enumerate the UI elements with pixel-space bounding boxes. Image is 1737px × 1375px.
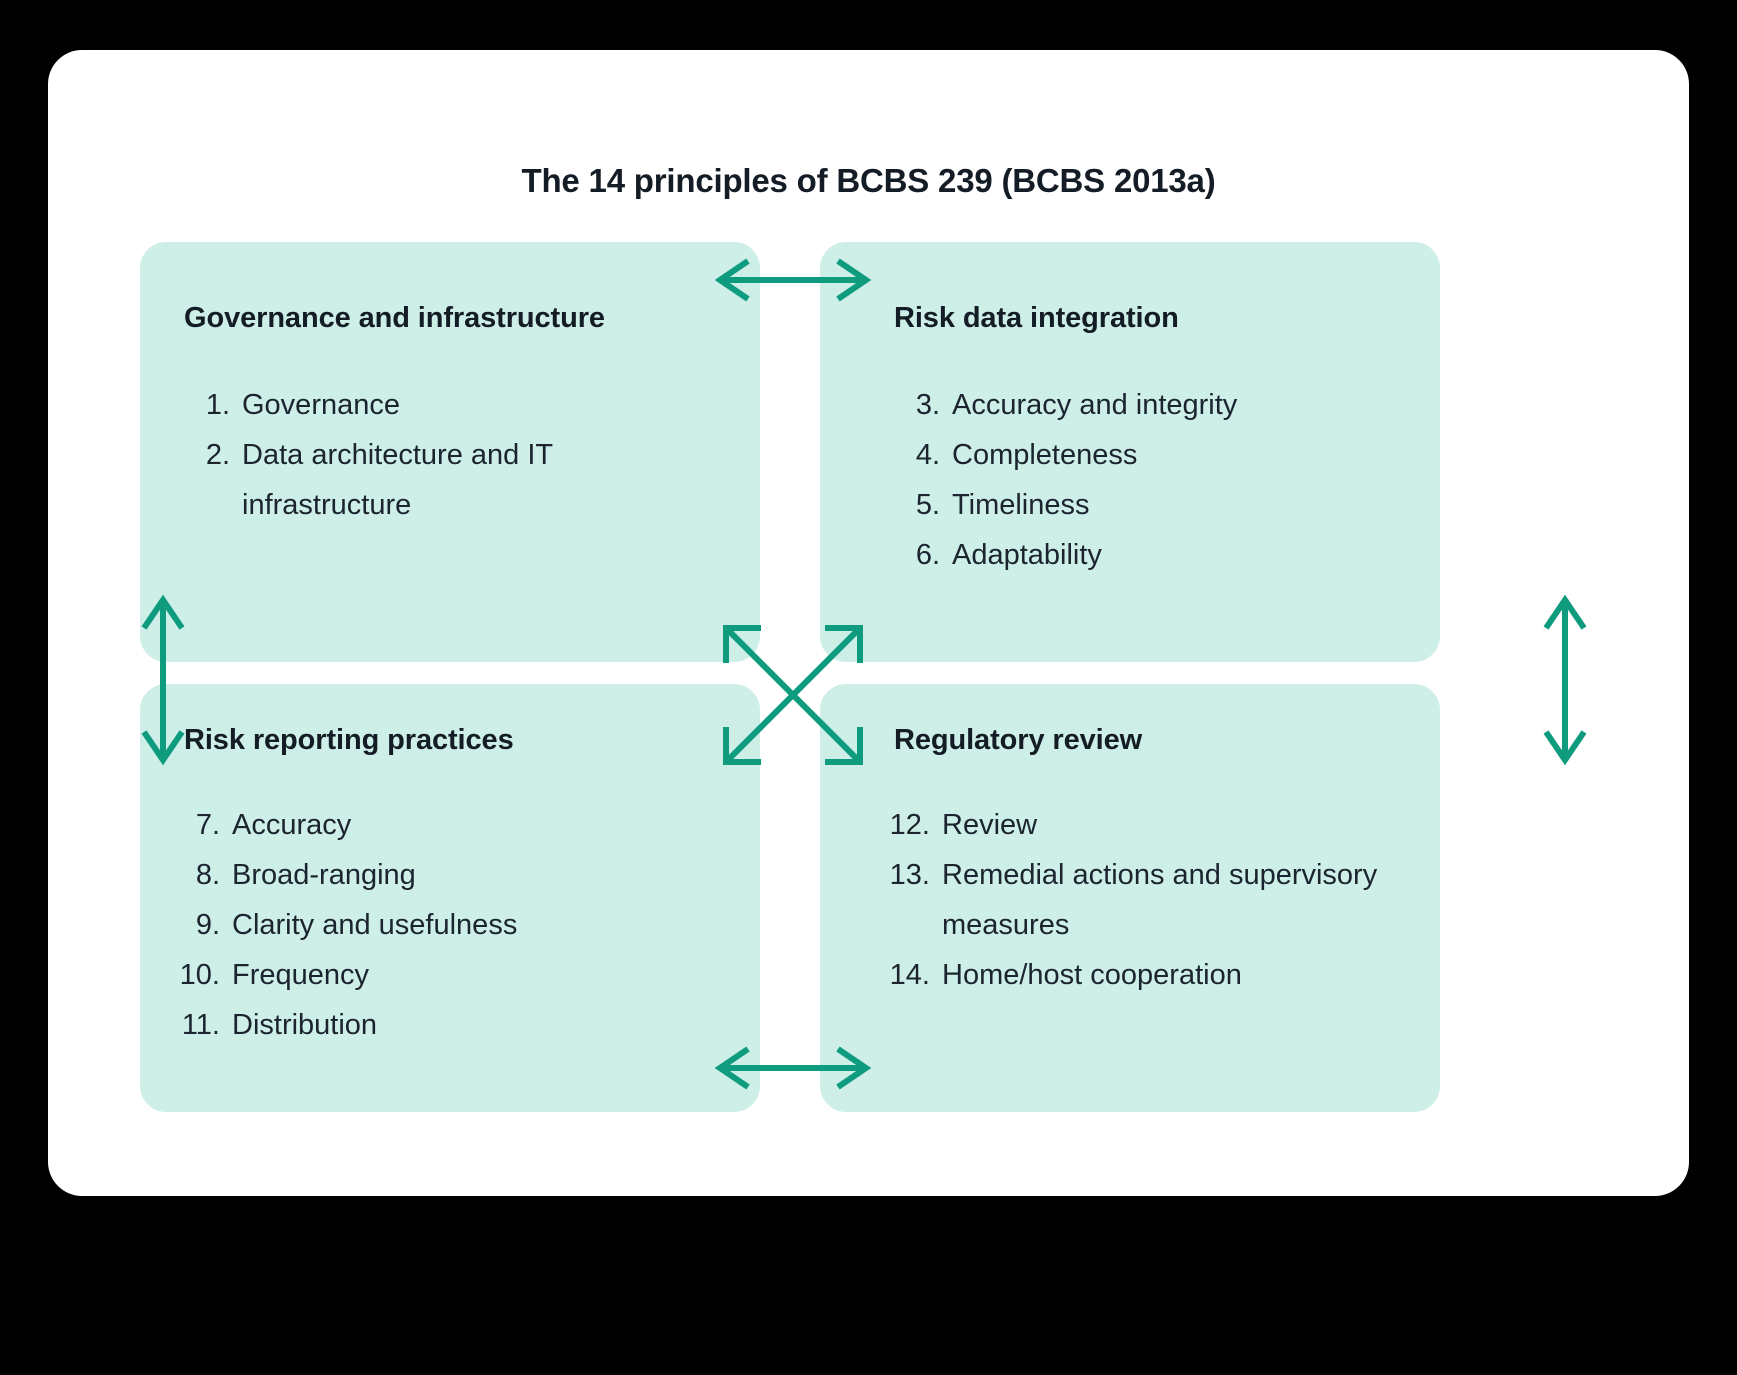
- list-item: 14. Home/host cooperation: [884, 950, 1424, 1000]
- list-item-label: Accuracy: [232, 809, 352, 841]
- list-item-label: Home/host cooperation: [942, 959, 1242, 991]
- list-item: 9. Clarity and usefulness: [174, 900, 734, 950]
- list-item-number: 14.: [889, 959, 930, 991]
- list-item: 12. Review: [884, 800, 1424, 850]
- quadrant-risk-reporting-practices: Risk reporting practices 7. Accuracy 8. …: [140, 684, 760, 1112]
- list-item: 13. Remedial actions and supervisory mea…: [884, 850, 1424, 950]
- list-item-label: Adaptability: [952, 539, 1102, 571]
- quadrant-heading: Risk data integration: [894, 302, 1179, 334]
- list-item-number: 9.: [195, 909, 220, 941]
- list-item-number: 8.: [195, 859, 220, 891]
- list-item-number: 5.: [915, 489, 940, 521]
- list-item-label: Timeliness: [952, 489, 1090, 521]
- list-item-number: 12.: [889, 809, 930, 841]
- list-item: 3. Accuracy and integrity: [894, 380, 1424, 430]
- quadrant-risk-data-integration: Risk data integration 3. Accuracy and in…: [820, 242, 1440, 662]
- list-item: 11. Distribution: [174, 1000, 734, 1050]
- list-item-label: Frequency: [232, 959, 370, 991]
- list-item-label: Completeness: [952, 439, 1138, 471]
- quadrant-governance-and-infrastructure: Governance and infrastructure 1. Governa…: [140, 242, 760, 662]
- list-item-label: Broad-ranging: [232, 859, 416, 891]
- principle-list-risk-reporting: 7. Accuracy 8. Broad-ranging 9. Clarity …: [174, 800, 734, 1050]
- list-item: 7. Accuracy: [174, 800, 734, 850]
- list-item-number: 13.: [889, 859, 930, 891]
- list-item: 2. Data architecture and IT infrastructu…: [184, 430, 724, 530]
- principle-list-governance: 1. Governance 2. Data architecture and I…: [184, 380, 724, 530]
- list-item-label: Data architecture and IT infrastructure: [242, 439, 553, 521]
- list-item-label: Accuracy and integrity: [952, 389, 1238, 421]
- content-card: The 14 principles of BCBS 239 (BCBS 2013…: [48, 50, 1689, 1196]
- list-item-number: 3.: [915, 389, 940, 421]
- list-item-label: Remedial actions and supervisory measure…: [942, 859, 1378, 941]
- principle-list-regulatory-review: 12. Review 13. Remedial actions and supe…: [884, 800, 1424, 1000]
- list-item: 1. Governance: [184, 380, 724, 430]
- list-item: 5. Timeliness: [894, 480, 1424, 530]
- list-item-number: 1.: [205, 389, 230, 421]
- list-item: 4. Completeness: [894, 430, 1424, 480]
- list-item-number: 4.: [915, 439, 940, 471]
- list-item: 6. Adaptability: [894, 530, 1424, 580]
- list-item-number: 2.: [205, 439, 230, 471]
- quadrant-heading: Regulatory review: [894, 724, 1143, 756]
- principle-list-risk-data-integration: 3. Accuracy and integrity 4. Completenes…: [894, 380, 1424, 580]
- quadrant-regulatory-review: Regulatory review 12. Review 13. Remedia…: [820, 684, 1440, 1112]
- list-item-label: Review: [942, 809, 1038, 841]
- list-item: 8. Broad-ranging: [174, 850, 734, 900]
- list-item-label: Distribution: [232, 1009, 378, 1041]
- list-item-number: 7.: [195, 809, 220, 841]
- list-item-number: 10.: [179, 959, 220, 991]
- list-item-number: 11.: [181, 1009, 220, 1041]
- list-item-number: 6.: [915, 539, 940, 571]
- quadrant-heading: Governance and infrastructure: [184, 302, 605, 334]
- right-vertical-double-arrow-icon: [1543, 594, 1587, 766]
- page-title: The 14 principles of BCBS 239 (BCBS 2013…: [521, 162, 1216, 199]
- quadrant-heading: Risk reporting practices: [184, 724, 514, 756]
- list-item-label: Governance: [242, 389, 400, 421]
- list-item-label: Clarity and usefulness: [232, 909, 518, 941]
- list-item: 10. Frequency: [174, 950, 734, 1000]
